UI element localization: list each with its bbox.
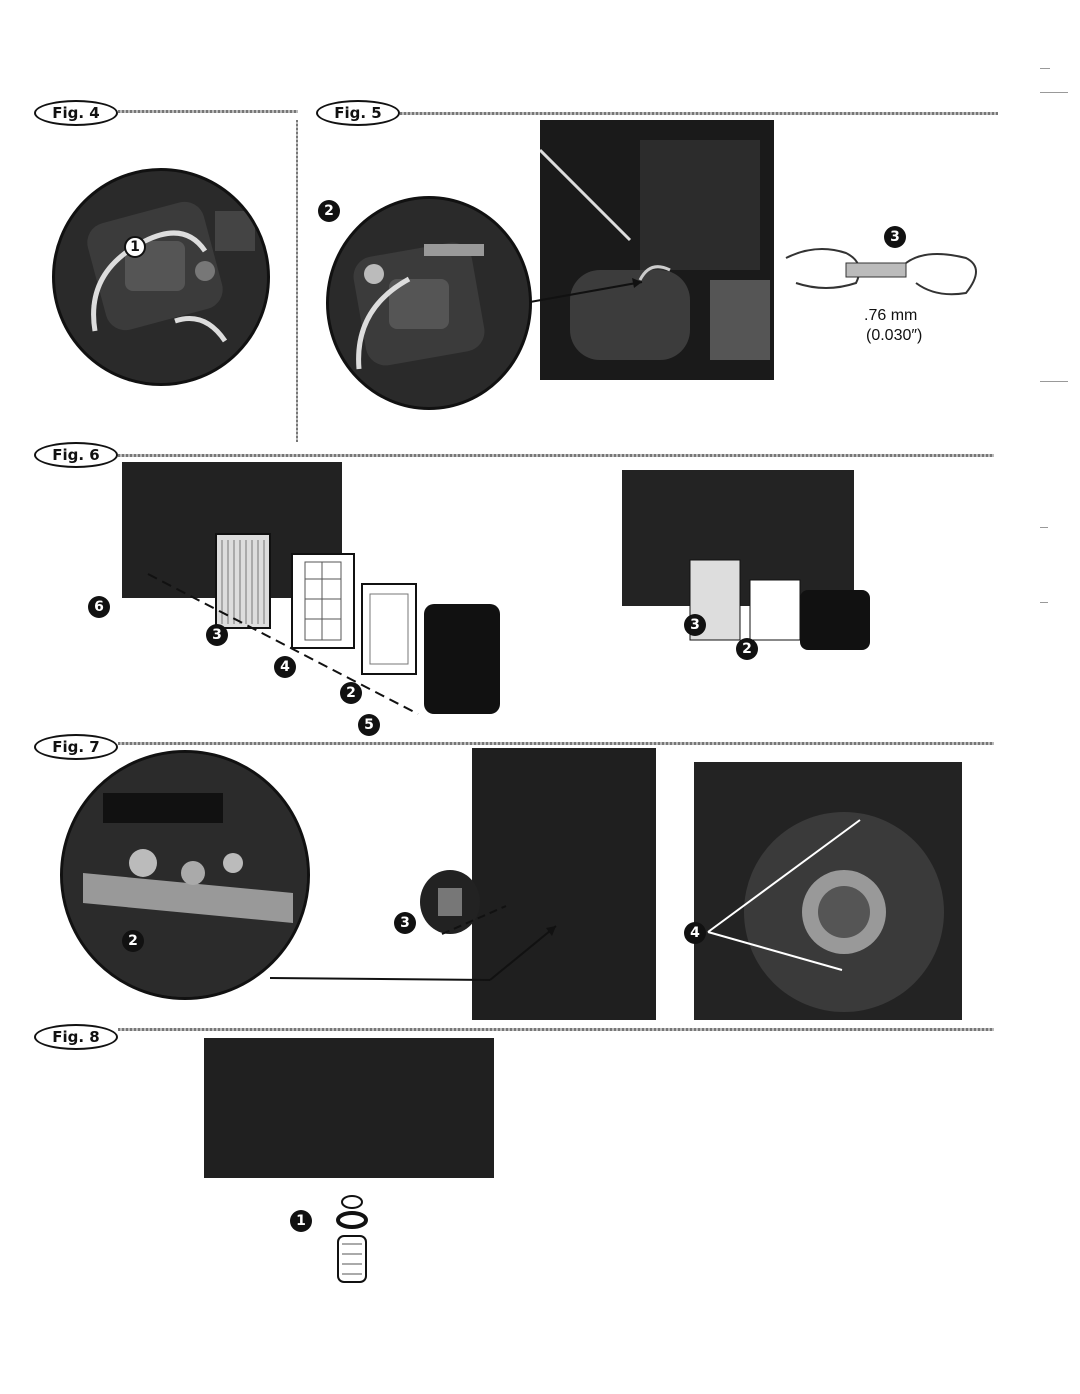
- fig5-label: Fig. 5: [316, 100, 400, 126]
- fig5-callout-2: 2: [318, 200, 340, 222]
- margin-tick: [1040, 68, 1050, 69]
- fig7-callout-3: 3: [394, 912, 416, 934]
- fig5-spark-plug-hands: [785, 248, 977, 296]
- fig6-air-filter-parts: [215, 533, 500, 714]
- fig6-label: Fig. 6: [34, 442, 118, 468]
- fig5-rule: [400, 112, 998, 115]
- fig6-callout-2-assembled: 2: [736, 638, 758, 660]
- spark-gap-metric: .76 mm: [864, 307, 918, 324]
- fig6-assembled-filter: [689, 559, 870, 650]
- margin-tick: [1040, 92, 1068, 93]
- fig6-callout-3-assembled: 3: [684, 614, 706, 636]
- fig7-detail-photo: [60, 750, 310, 1000]
- fig6-callout-4: 4: [274, 656, 296, 678]
- fig8-label: Fig. 8: [34, 1024, 118, 1050]
- fig6-callout-6: 6: [88, 596, 110, 618]
- fig6-callout-5: 5: [358, 714, 380, 736]
- fig8-fuel-filter-parts: [336, 1195, 368, 1283]
- margin-tick: [1040, 381, 1068, 382]
- fig7-callout-2: 2: [122, 930, 144, 952]
- fig6-callout-3: 3: [206, 624, 228, 646]
- fig5-callout-3: 3: [884, 226, 906, 248]
- fig8-fuel-valve-photo: [204, 1038, 494, 1178]
- fig5-engine-photo: [540, 120, 774, 380]
- fig7-engine-photo: [472, 748, 656, 1020]
- fig7-rule: [118, 742, 994, 745]
- fig4-label: Fig. 4: [34, 100, 118, 126]
- margin-tick: [1040, 527, 1048, 528]
- fig8-rule: [118, 1028, 994, 1031]
- fig4-divider: [296, 120, 298, 442]
- fig4-callout-1: 1: [124, 236, 146, 258]
- fig4-rule: [118, 110, 298, 113]
- fig4-detail-photo: [52, 168, 270, 386]
- fig8-callout-1: 1: [290, 1210, 312, 1232]
- margin-tick: [1040, 602, 1048, 603]
- spark-gap-imperial: (0.030″): [866, 327, 923, 344]
- fig6-assembly-line: [147, 573, 419, 715]
- fig7-flywheel-photo: [694, 762, 962, 1020]
- fig5-detail-photo: [326, 196, 532, 410]
- fig6-rule: [118, 454, 994, 457]
- fig6-callout-2: 2: [340, 682, 362, 704]
- fig7-callout-4: 4: [684, 922, 706, 944]
- fig7-screen-part: [420, 870, 480, 934]
